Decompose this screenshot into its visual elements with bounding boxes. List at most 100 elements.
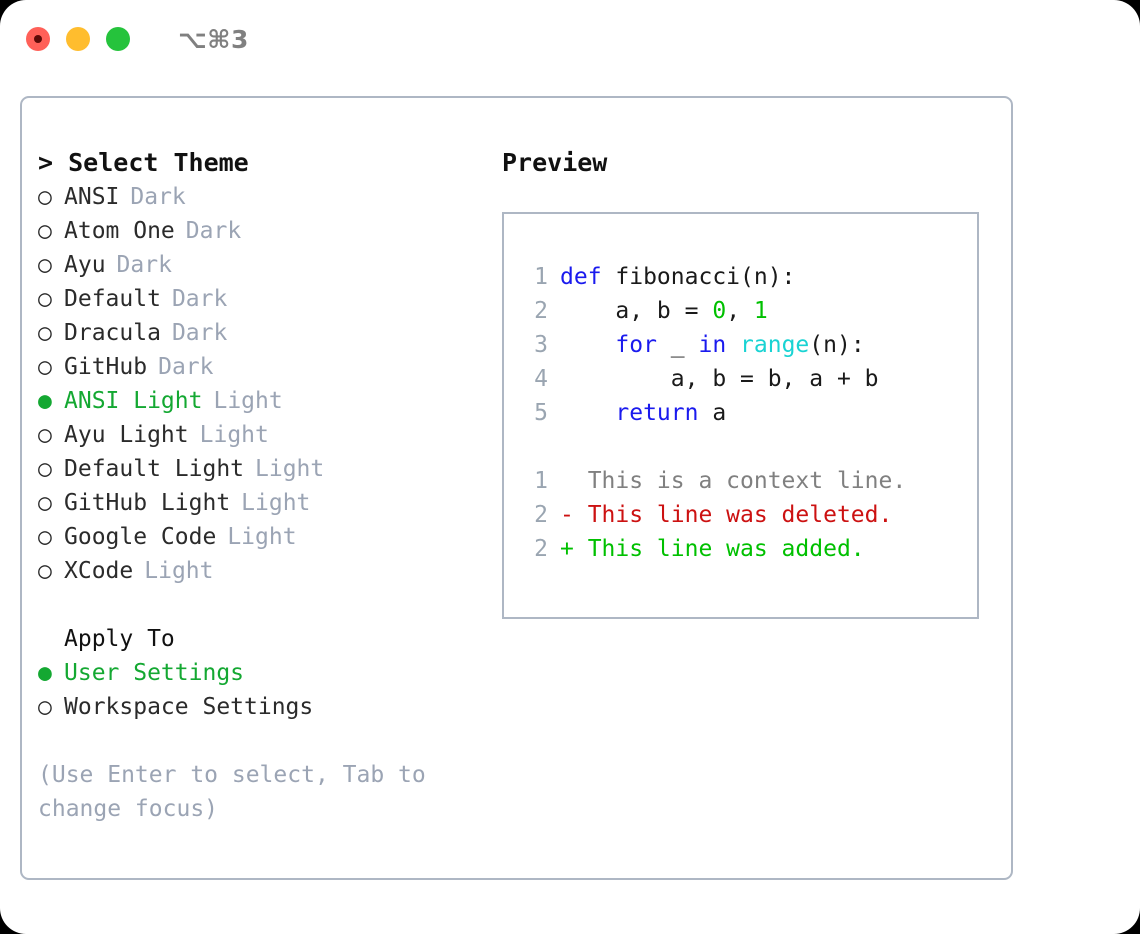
theme-option-variant: Dark — [158, 354, 214, 380]
traffic-lights — [26, 27, 130, 51]
diff-line-text-ctx: This is a context line. — [560, 468, 907, 494]
code-line: 3 for _ in range(n): — [518, 328, 977, 362]
page-title: > Select Theme — [38, 146, 478, 180]
code-token-kw: return — [615, 400, 699, 426]
spacer — [38, 588, 478, 622]
theme-option-variant: Dark — [116, 252, 172, 278]
theme-option-variant: Light — [255, 456, 325, 482]
theme-option-dracula[interactable]: ○ Dracula Dark — [38, 316, 478, 350]
theme-option-label: GitHub — [64, 354, 148, 380]
theme-option-label: Dracula — [64, 320, 161, 346]
apply-to-option-workspace-settings[interactable]: ○Workspace Settings — [38, 690, 478, 724]
radio-unselected-icon: ○ — [38, 320, 52, 346]
theme-option-variant: Light — [213, 388, 283, 414]
radio-unselected-icon: ○ — [38, 694, 52, 720]
code-line: 5 return a — [518, 396, 977, 430]
close-window-icon[interactable] — [26, 27, 50, 51]
code-token-builtin: range — [740, 332, 810, 358]
code-line-text: a, b = 0, 1 — [560, 294, 768, 328]
theme-option-ayu-light[interactable]: ○ Ayu Light Light — [38, 418, 478, 452]
code-line-text: for _ in range(n): — [560, 328, 864, 362]
radio-unselected-icon: ○ — [38, 456, 52, 482]
line-number: 1 — [534, 468, 548, 494]
spacer — [518, 430, 977, 464]
theme-option-variant: Dark — [130, 184, 186, 210]
code-token-num: 1 — [753, 298, 768, 324]
radio-unselected-icon: ○ — [38, 184, 52, 210]
radio-unselected-icon: ○ — [38, 558, 52, 584]
radio-unselected-icon: ○ — [38, 354, 52, 380]
title-bar: ⌥⌘3 — [0, 0, 1140, 78]
diff-line-text-del: - This line was deleted. — [560, 502, 893, 528]
apply-to-option-user-settings[interactable]: ● User Settings — [38, 656, 478, 690]
theme-option-variant: Light — [144, 558, 214, 584]
code-token-plain: a — [698, 400, 727, 426]
maximize-window-icon[interactable] — [106, 27, 130, 51]
theme-option-github[interactable]: ○ GitHub Dark — [38, 350, 478, 384]
code-token-kw: for — [615, 332, 657, 358]
diff-line-text-add: + This line was added. — [560, 536, 865, 562]
theme-option-label: Google Code — [64, 524, 217, 550]
code-line: 2 a, b = 0, 1 — [518, 294, 977, 328]
code-token-kw: in — [698, 332, 727, 358]
minimize-window-icon[interactable] — [66, 27, 90, 51]
theme-option-default-light[interactable]: ○ Default Light Light — [38, 452, 478, 486]
theme-option-label: GitHub Light — [64, 490, 231, 516]
apply-to-list: ● User Settings ○Workspace Settings — [38, 656, 478, 724]
theme-option-ansi-light[interactable]: ● ANSI Light Light — [38, 384, 478, 418]
code-line-text: def fibonacci(n): — [560, 260, 795, 294]
prompt-caret: > — [38, 148, 69, 177]
apply-to-option-label: User Settings — [64, 660, 245, 686]
theme-option-atom-one[interactable]: ○ Atom One Dark — [38, 214, 478, 248]
theme-option-label: Default Light — [64, 456, 245, 482]
code-token-plain — [560, 332, 615, 358]
apply-to-heading: Apply To — [64, 626, 175, 652]
theme-option-variant: Dark — [171, 320, 228, 346]
theme-option-label: Ayu Light — [64, 422, 189, 448]
line-number: 5 — [534, 400, 548, 426]
line-number: 1 — [534, 264, 548, 290]
theme-option-variant: Dark — [185, 218, 242, 244]
theme-option-label: Ayu — [64, 252, 106, 278]
code-line: 4 a, b = b, a + b — [518, 362, 977, 396]
diff-sample: 1 This is a context line. 2 - This line wa… — [518, 464, 977, 566]
theme-option-label: Atom One — [64, 218, 175, 244]
diff-line: 1 This is a context line. — [518, 464, 977, 498]
radio-unselected-icon: ○ — [38, 524, 52, 550]
radio-selected-icon: ● — [38, 660, 52, 686]
radio-unselected-icon: ○ — [38, 286, 52, 312]
line-number: 2 — [534, 502, 548, 528]
radio-unselected-icon: ○ — [38, 252, 52, 278]
code-token-plain: , — [726, 298, 754, 324]
line-number: 2 — [534, 298, 548, 324]
keyboard-hint: (Use Enter to select, Tab to change focu… — [38, 762, 440, 822]
preview-title: Preview — [502, 148, 608, 177]
theme-option-ayu[interactable]: ○ Ayu Dark — [38, 248, 478, 282]
radio-unselected-icon: ○ — [38, 218, 52, 244]
radio-selected-icon: ● — [38, 388, 52, 414]
code-token-num: 0 — [712, 298, 727, 324]
radio-unselected-icon: ○ — [38, 422, 52, 448]
line-number: 3 — [534, 332, 548, 358]
code-token-plain: _ — [656, 332, 699, 358]
theme-option-label: ANSI Light — [64, 388, 203, 414]
theme-option-variant: Light — [241, 490, 311, 516]
line-number: 2 — [534, 536, 548, 562]
code-line: 1 def fibonacci(n): — [518, 260, 977, 294]
theme-option-variant: Light — [199, 422, 269, 448]
code-token-plain — [726, 332, 740, 358]
code-token-kw: def — [560, 264, 602, 290]
line-number: 4 — [534, 366, 548, 392]
diff-line: 2 + This line was added. — [518, 532, 977, 566]
code-line-text: return a — [560, 396, 726, 430]
